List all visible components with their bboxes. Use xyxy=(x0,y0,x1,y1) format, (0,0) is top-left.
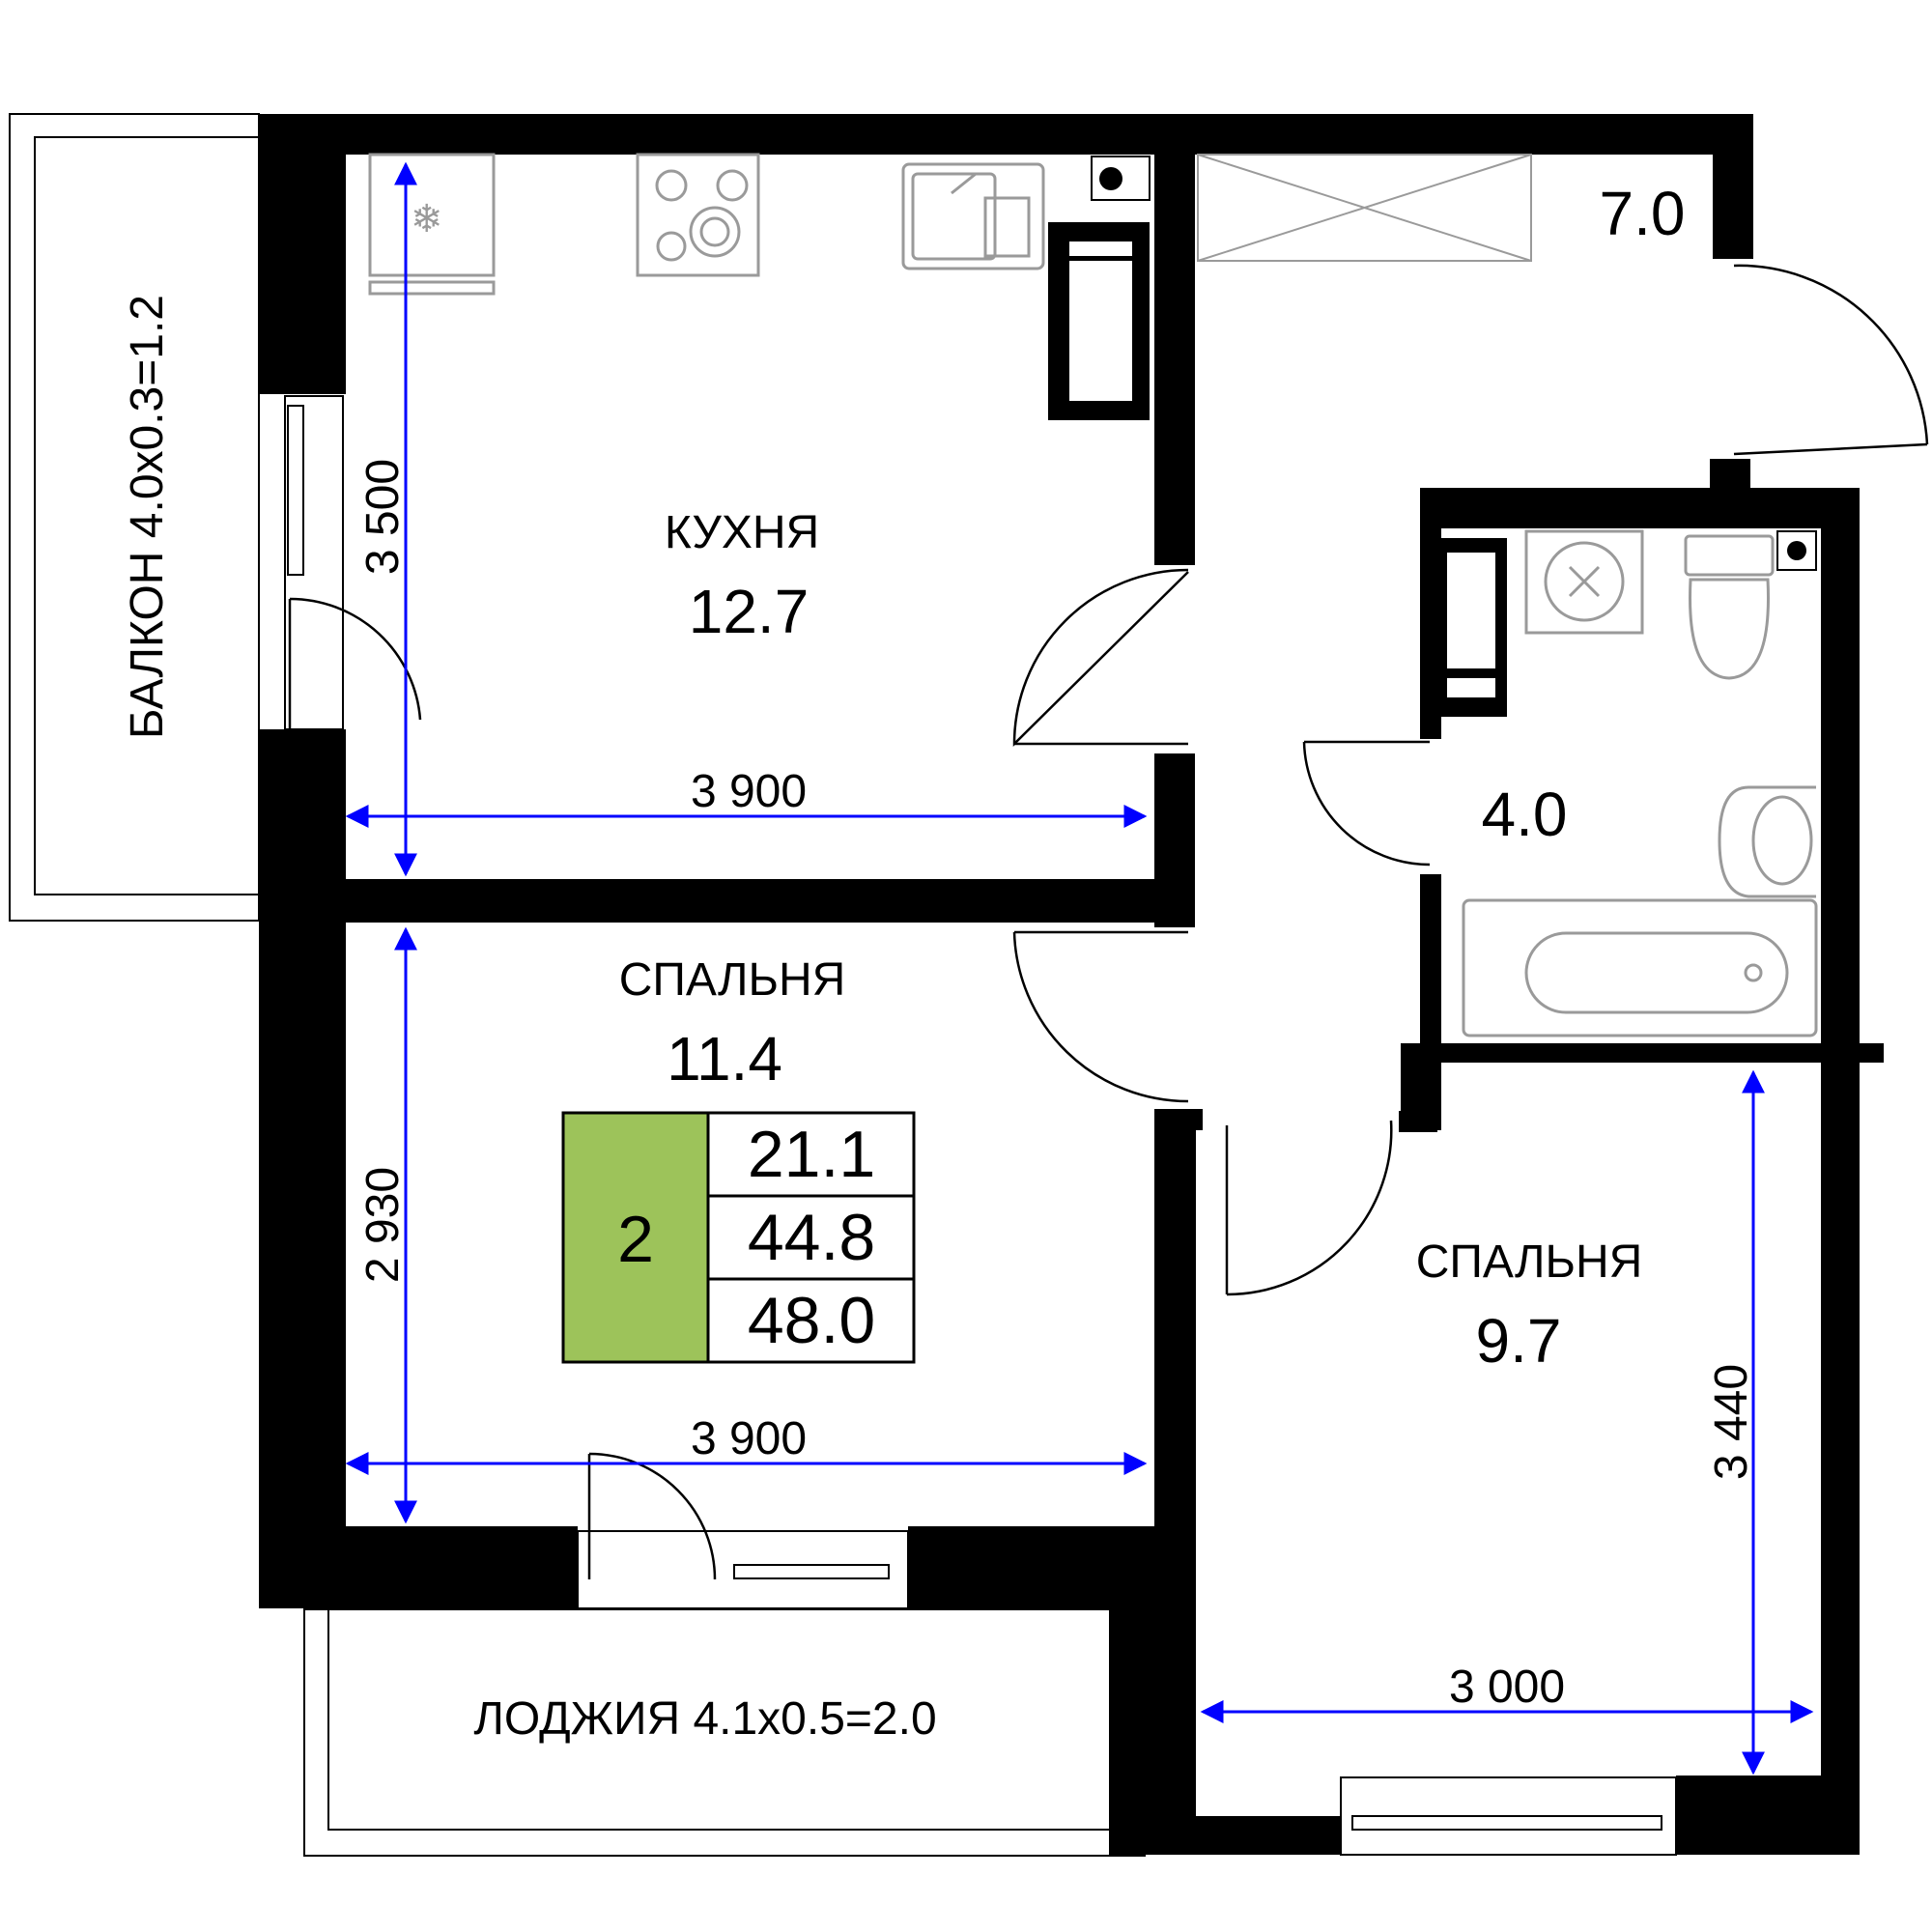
kitchen-depth-label: 3 500 xyxy=(357,459,409,575)
kitchen-counter: ❄ xyxy=(368,153,1151,420)
apartment-summary: 2 21.1 44.8 48.0 xyxy=(561,1111,916,1364)
washbasin-icon xyxy=(1718,785,1816,898)
doors xyxy=(288,264,1929,1580)
kitchen-width-label: 3 900 xyxy=(691,766,807,817)
kitchen-area: 12.7 xyxy=(689,577,810,646)
bathtub-icon xyxy=(1462,898,1818,1037)
room-count-badge xyxy=(561,1111,710,1364)
bedroom-2-width-label: 3 000 xyxy=(1449,1662,1565,1713)
bathroom-area: 4.0 xyxy=(1482,780,1568,849)
kitchen-name: КУХНЯ xyxy=(665,507,819,558)
living-area: 21.1 xyxy=(748,1118,875,1191)
bedroom-1-width-label: 3 900 xyxy=(691,1413,807,1464)
washing-machine-icon xyxy=(1524,529,1644,635)
ventilation-shaft-icon xyxy=(1197,154,1532,262)
sink-icon xyxy=(901,162,1045,270)
stove-icon xyxy=(655,169,749,262)
bedroom-2-depth-label: 3 440 xyxy=(1706,1364,1757,1480)
walls xyxy=(259,114,1884,1855)
windows xyxy=(284,395,1677,1856)
total-area-with-outdoor: 48.0 xyxy=(748,1284,875,1357)
bedroom-2-area: 9.7 xyxy=(1476,1306,1562,1376)
bedroom-1-depth-label: 2 930 xyxy=(357,1167,409,1283)
balcony xyxy=(9,113,260,922)
bedroom-1-name: СПАЛЬНЯ xyxy=(619,954,846,1006)
fridge-snowflake-icon: ❄ xyxy=(411,197,443,242)
bathroom-fixtures xyxy=(1430,529,1818,1037)
hallway-area: 7.0 xyxy=(1600,179,1686,248)
room-count: 2 xyxy=(617,1203,654,1276)
bedroom-1-area: 11.4 xyxy=(667,1024,782,1094)
loggia-label: ЛОДЖИЯ 4.1х0.5=2.0 xyxy=(473,1693,936,1745)
toilet-icon xyxy=(1684,534,1775,680)
dimension-lines xyxy=(345,161,1814,1776)
bedroom-2-name: СПАЛЬНЯ xyxy=(1416,1236,1643,1288)
total-area: 44.8 xyxy=(748,1201,875,1274)
balcony-label: БАЛКОН 4.0х0.3=1.2 xyxy=(122,295,173,739)
